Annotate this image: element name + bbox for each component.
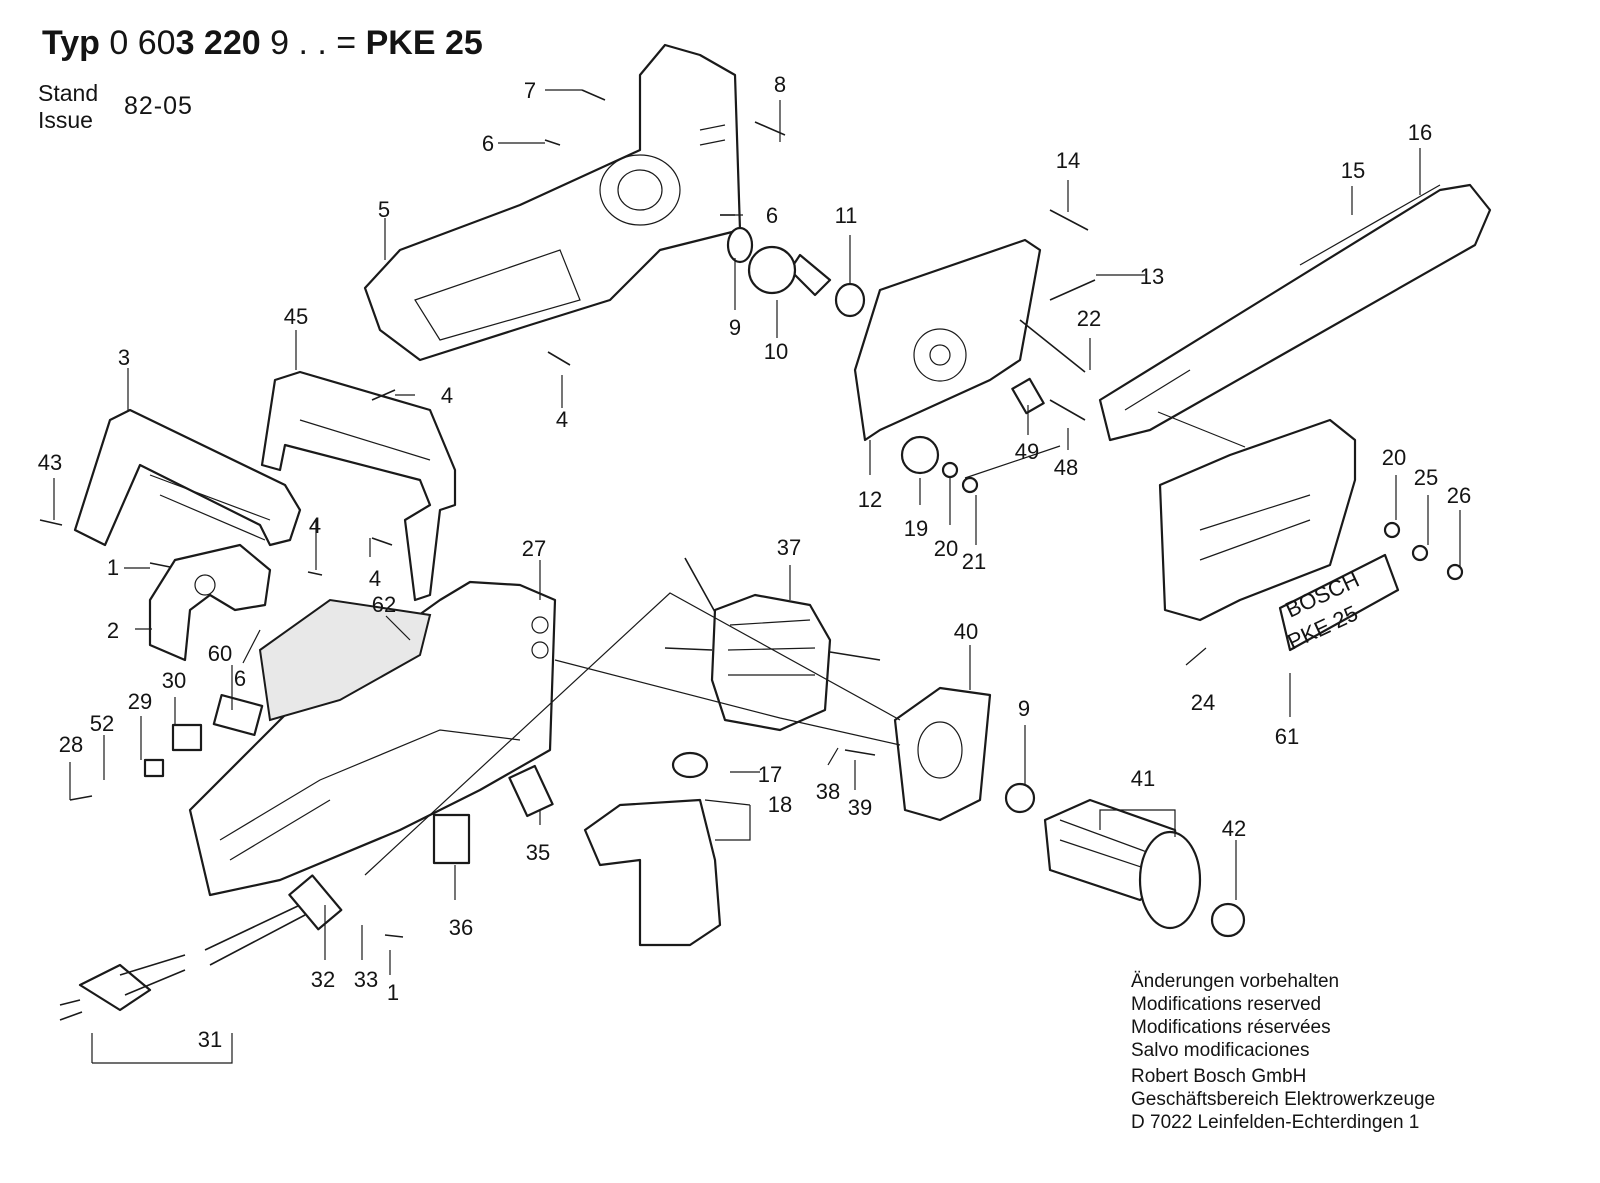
- leader-lines: [53, 89, 1461, 1064]
- part-label-29: 29: [128, 689, 152, 714]
- part-label-15: 15: [1341, 158, 1365, 183]
- chain-cover-part: [1158, 418, 1357, 622]
- part-label-16: 16: [1408, 120, 1432, 145]
- handle-bow-part: [73, 408, 302, 547]
- part-label-7: 7: [524, 78, 536, 103]
- part-label-26: 26: [1447, 483, 1471, 508]
- part-label-21: 21: [962, 549, 986, 574]
- part-label-6: 6: [482, 131, 494, 156]
- part-label-9: 9: [1018, 696, 1030, 721]
- model-name: PKE 25: [365, 24, 483, 62]
- field-stator-part: [664, 557, 881, 732]
- part-label-61: 61: [1275, 724, 1299, 749]
- part-label-30: 30: [162, 668, 186, 693]
- part-label-9: 9: [729, 315, 741, 340]
- issue-label: Issue: [38, 107, 93, 133]
- part-label-12: 12: [858, 487, 882, 512]
- notice-fr: Modifications réservées: [1131, 1017, 1331, 1038]
- part-label-1: 1: [387, 980, 399, 1005]
- part-label-40: 40: [954, 619, 978, 644]
- notice-en: Modifications reserved: [1131, 994, 1322, 1015]
- part-label-28: 28: [59, 732, 83, 757]
- company-division: Geschäftsbereich Elektrowerkzeuge: [1131, 1089, 1436, 1110]
- part-label-4: 4: [309, 513, 321, 538]
- part-label-20: 20: [934, 536, 958, 561]
- part-label-62: 62: [372, 592, 396, 617]
- stand-issue-labels: Stand Issue: [38, 80, 98, 134]
- lower-housing-part: [188, 580, 557, 897]
- bar-mounting-plate-part: [853, 238, 1042, 442]
- part-label-11: 11: [835, 203, 858, 228]
- part-label-37: 37: [777, 535, 801, 560]
- part-label-48: 48: [1054, 455, 1078, 480]
- small-hardware-parts: [143, 226, 1464, 938]
- company-address: Robert Bosch GmbH Geschäftsbereich Elekt…: [1131, 1065, 1435, 1134]
- modifications-notice: Änderungen vorbehalten Modifications res…: [1131, 970, 1339, 1062]
- switch-assembly-part: [583, 751, 722, 947]
- upper-housing-part: [363, 43, 742, 362]
- part-label-1: 1: [107, 555, 119, 580]
- part-label-31: 31: [198, 1027, 222, 1052]
- part-label-3: 3: [118, 345, 130, 370]
- part-label-6: 6: [234, 666, 246, 691]
- part-label-24: 24: [1191, 690, 1215, 715]
- part-label-33: 33: [354, 967, 378, 992]
- part-label-39: 39: [848, 795, 872, 820]
- armature-part: [1043, 798, 1202, 930]
- typ-number-c: 9 . .: [270, 24, 327, 62]
- part-label-27: 27: [522, 536, 546, 561]
- part-label-8: 8: [774, 72, 786, 97]
- front-handle-part: [260, 370, 457, 602]
- part-label-4: 4: [556, 407, 568, 432]
- typ-label: Typ: [42, 24, 100, 62]
- part-label-60: 60: [208, 641, 232, 666]
- part-label-49: 49: [1015, 439, 1039, 464]
- part-label-13: 13: [1140, 264, 1164, 289]
- part-label-2: 2: [107, 618, 119, 643]
- baffle-plate-part: [893, 686, 992, 822]
- power-cord-part: [59, 904, 306, 1021]
- part-label-43: 43: [38, 450, 62, 475]
- part-label-32: 32: [311, 967, 335, 992]
- part-label-38: 38: [816, 779, 840, 804]
- part-label-17: 17: [758, 762, 782, 787]
- company-name: Robert Bosch GmbH: [1131, 1066, 1307, 1087]
- part-label-20: 20: [1382, 445, 1406, 470]
- notice-de: Änderungen vorbehalten: [1131, 971, 1340, 992]
- typ-number-b: 3 220: [175, 24, 261, 62]
- document-title: Typ 0 603 220 9 . . = PKE 25: [42, 24, 483, 63]
- part-label-41: 41: [1131, 766, 1155, 791]
- part-label-45: 45: [284, 304, 308, 329]
- part-label-6: 6: [766, 203, 778, 228]
- part-label-42: 42: [1222, 816, 1246, 841]
- part-label-4: 4: [441, 383, 453, 408]
- part-label-5: 5: [378, 197, 390, 222]
- part-label-19: 19: [904, 516, 928, 541]
- typ-number-a: 0 60: [109, 24, 176, 62]
- part-label-4: 4: [369, 566, 381, 591]
- part-label-25: 25: [1414, 465, 1438, 490]
- switch-bracket-part: [148, 543, 272, 662]
- part-label-22: 22: [1077, 306, 1101, 331]
- part-label-52: 52: [90, 711, 114, 736]
- part-label-36: 36: [449, 915, 473, 940]
- stand-label: Stand: [38, 80, 99, 106]
- part-label-35: 35: [526, 840, 550, 865]
- issue-date: 82-05: [124, 92, 193, 120]
- equals-sign: =: [336, 24, 357, 62]
- part-label-14: 14: [1056, 148, 1080, 173]
- company-address-line: D 7022 Leinfelden-Echterdingen 1: [1131, 1112, 1420, 1133]
- notice-es: Salvo modificaciones: [1131, 1040, 1310, 1061]
- guide-bar-part: [1098, 183, 1492, 442]
- part-label-18: 18: [768, 792, 792, 817]
- part-label-10: 10: [764, 339, 788, 364]
